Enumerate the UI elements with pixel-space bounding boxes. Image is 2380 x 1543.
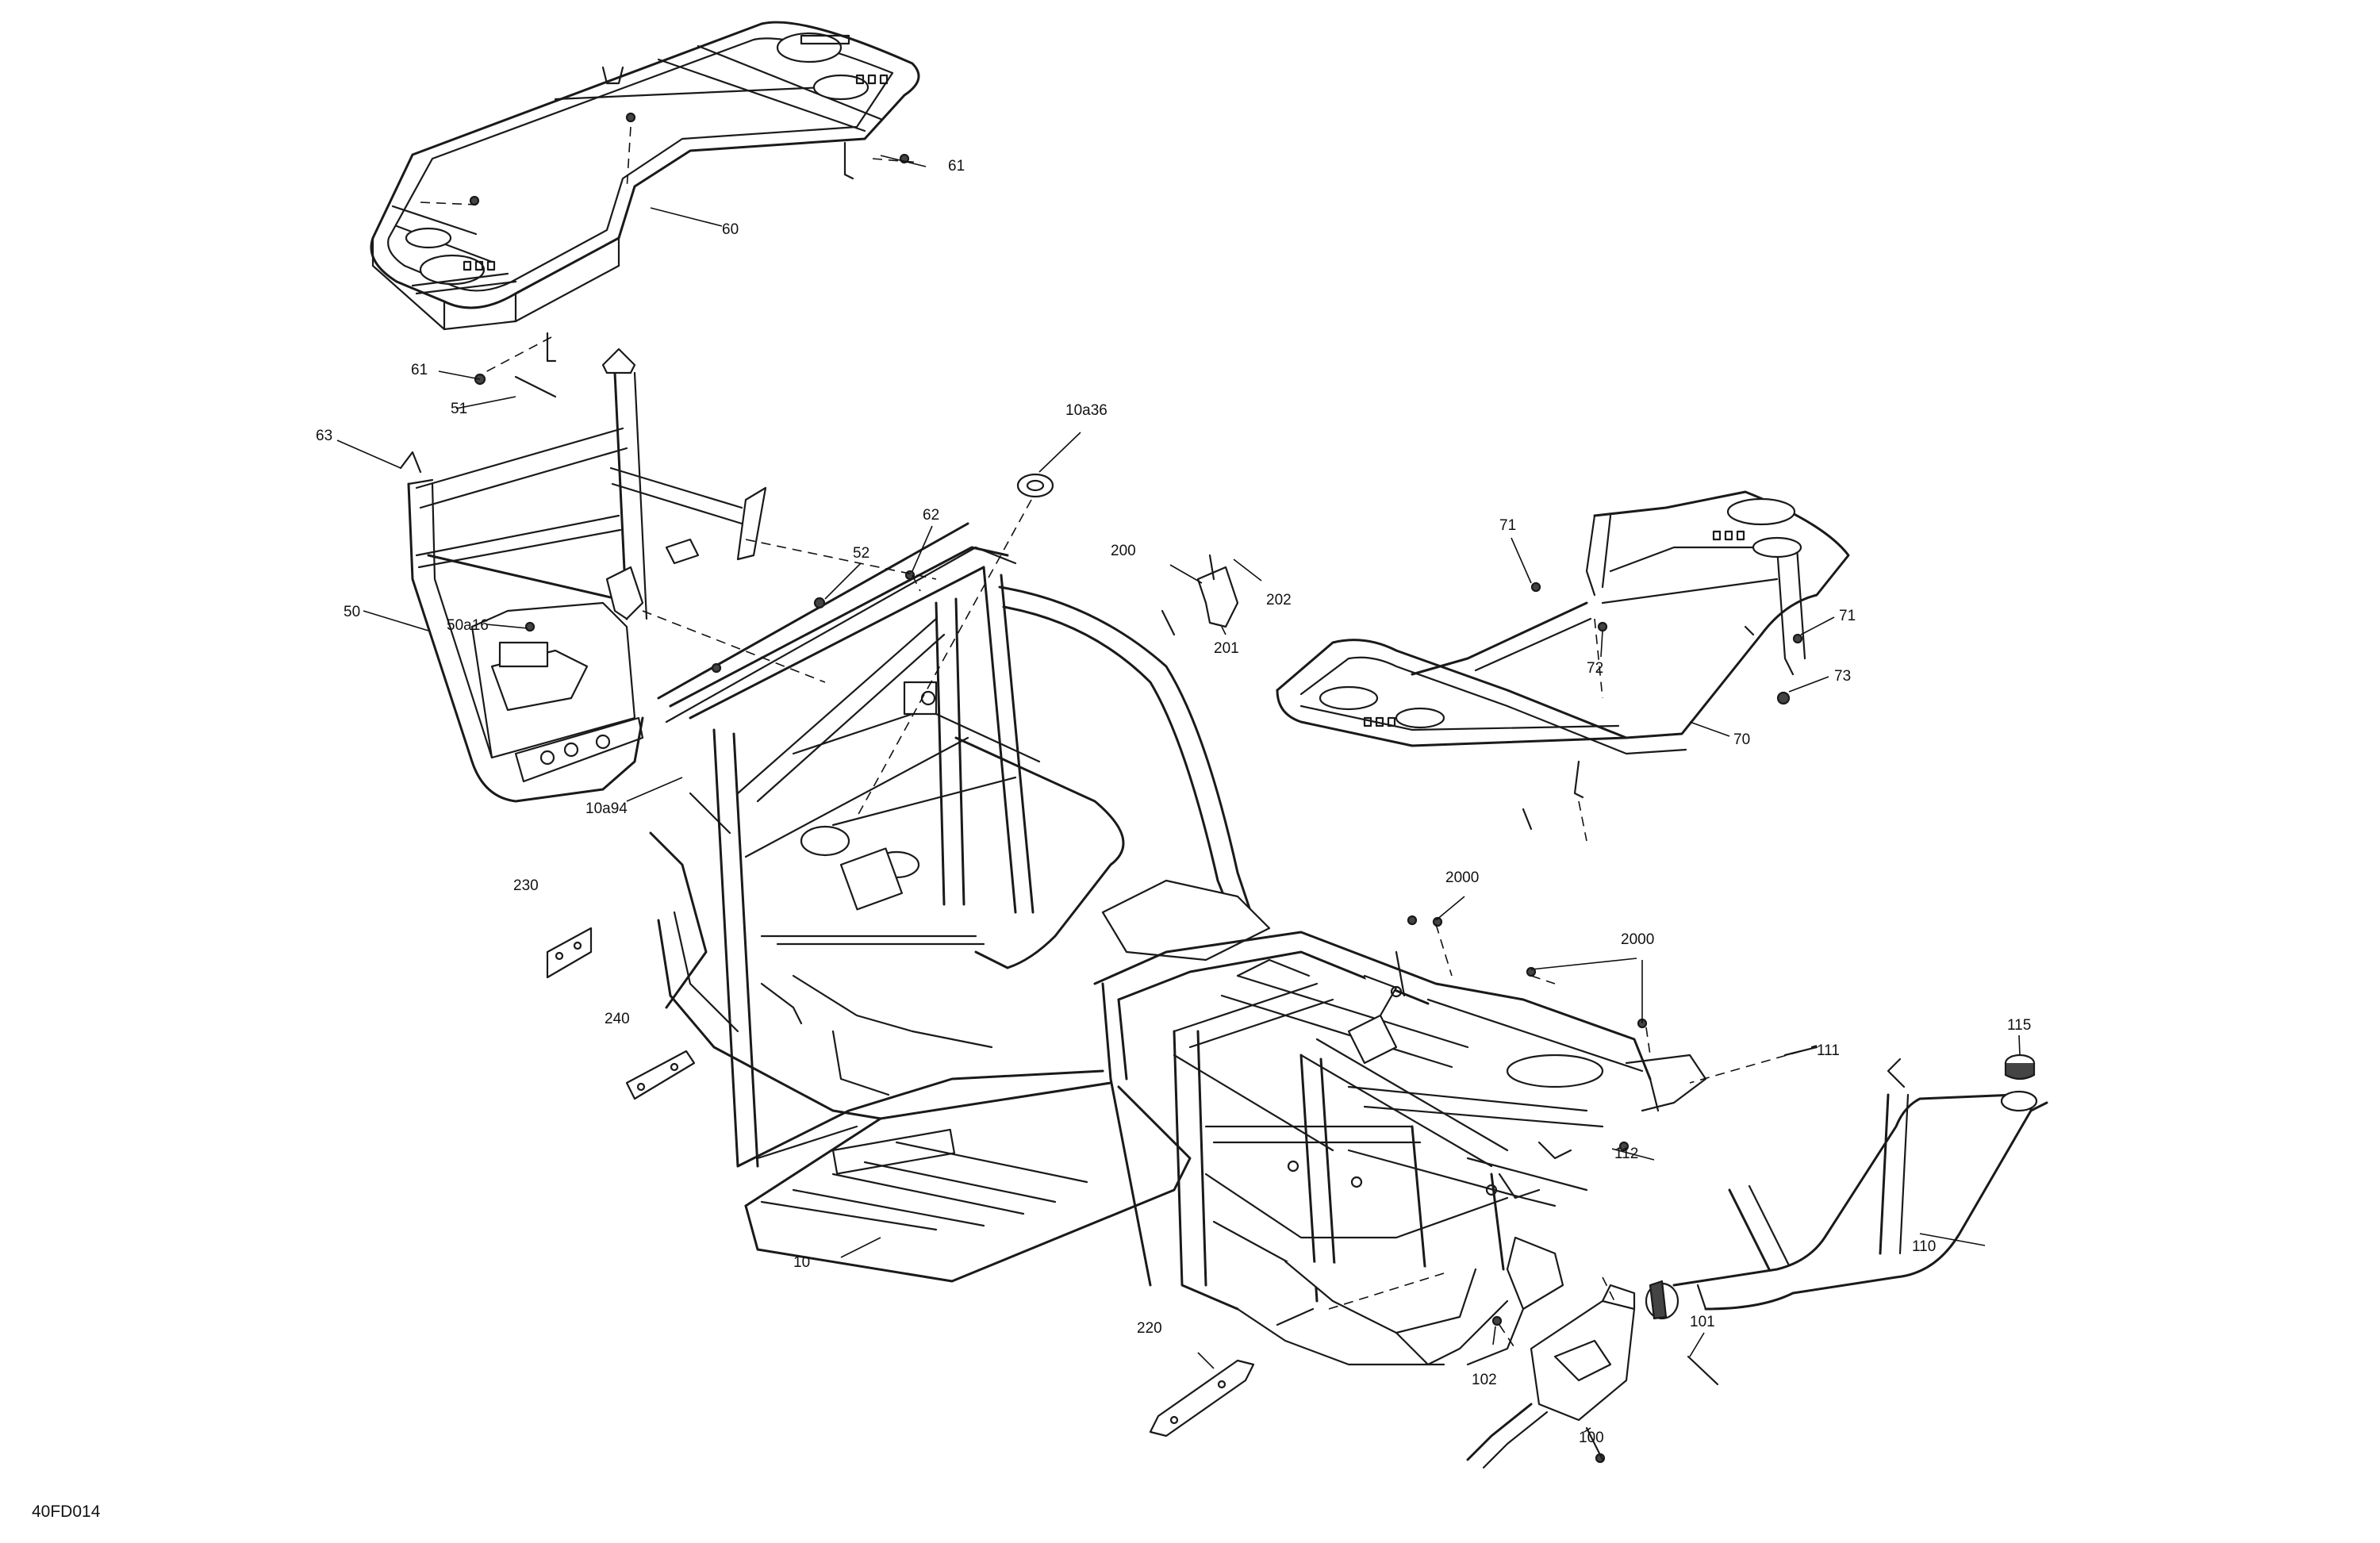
bracket-220[interactable] — [1149, 1359, 1255, 1437]
callout-50a16: 50a16 — [447, 617, 489, 634]
callout-201: 201 — [1214, 640, 1239, 657]
callout-200: 200 — [1111, 543, 1136, 559]
callout-10a36: 10a36 — [1065, 402, 1107, 419]
callout-240: 240 — [605, 1011, 630, 1027]
callout-101: 101 — [1690, 1314, 1715, 1330]
assembly-lines — [420, 126, 1802, 1349]
callout-63: 63 — [316, 428, 332, 444]
callout-2000-a: 2000 — [1445, 869, 1479, 886]
front-rack-60[interactable] — [370, 21, 920, 363]
callout-220: 220 — [1137, 1320, 1162, 1337]
bracket-230[interactable] — [546, 927, 593, 979]
callout-10: 10 — [793, 1254, 810, 1271]
callout-100: 100 — [1579, 1430, 1604, 1446]
callout-62: 62 — [923, 507, 939, 524]
callout-60: 60 — [722, 221, 739, 238]
hardware-fasteners[interactable] — [469, 112, 1818, 1464]
callout-2000-b: 2000 — [1621, 931, 1654, 948]
callout-leaders — [336, 155, 2021, 1433]
callout-230: 230 — [513, 877, 539, 894]
callout-102: 102 — [1472, 1372, 1497, 1388]
callout-110: 110 — [1912, 1238, 1936, 1255]
callout-202: 202 — [1266, 592, 1292, 608]
callout-70: 70 — [1733, 731, 1750, 748]
rear-bumper-110[interactable] — [1645, 1057, 2048, 1320]
callout-112: 112 — [1614, 1146, 1638, 1162]
callout-52: 52 — [853, 545, 869, 562]
callout-111: 111 — [1817, 1042, 1840, 1059]
rear-rack-70[interactable] — [1276, 490, 1850, 799]
callout-61-left: 61 — [411, 362, 428, 378]
callout-115: 115 — [2007, 1017, 2031, 1034]
bracket-240[interactable] — [625, 1050, 696, 1100]
main-frame-10[interactable] — [649, 522, 1707, 1366]
callout-71-top: 71 — [1499, 517, 1516, 534]
callout-71-right: 71 — [1839, 608, 1856, 624]
callout-10a94: 10a94 — [585, 800, 628, 817]
callout-61-top: 61 — [948, 158, 965, 175]
callout-73: 73 — [1834, 668, 1851, 685]
callout-51: 51 — [451, 401, 467, 417]
callout-50: 50 — [344, 604, 360, 620]
front-bumper-50[interactable] — [399, 347, 767, 803]
bracket-10a36[interactable] — [1016, 473, 1054, 498]
bracket-200[interactable] — [1196, 554, 1239, 628]
front-hitch-100[interactable] — [1466, 1284, 1636, 1469]
callout-72: 72 — [1587, 660, 1603, 677]
callout-labels: 61 60 61 51 63 50 50a16 10a94 52 62 10a3… — [316, 158, 2031, 1446]
bushing-115[interactable] — [2004, 1054, 2036, 1080]
drawing-code: 40FD014 — [32, 1503, 101, 1521]
